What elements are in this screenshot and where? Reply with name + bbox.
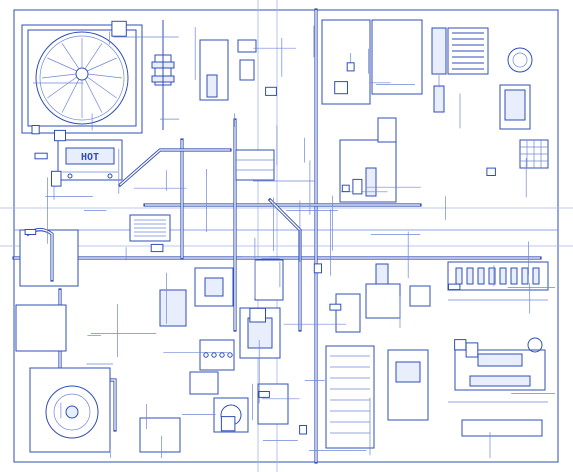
center-top-panels <box>321 19 445 203</box>
small-component <box>352 178 363 195</box>
bar-element <box>499 267 507 285</box>
small-component <box>249 307 266 323</box>
bar-element <box>521 267 529 285</box>
fan-spoke <box>47 57 77 72</box>
small-component <box>313 263 322 274</box>
small-component <box>299 425 308 435</box>
fan-spoke <box>47 76 78 99</box>
fan-spoke <box>61 79 80 113</box>
small-component <box>334 81 349 95</box>
fan-spoke <box>87 73 123 79</box>
small-component <box>454 339 467 351</box>
small-component <box>51 170 62 187</box>
fan-spoke <box>84 43 103 69</box>
small-component <box>448 283 461 291</box>
small-component <box>486 167 496 177</box>
fan-spoke <box>86 76 117 99</box>
bar-element <box>477 267 485 285</box>
coil-tank <box>431 27 549 169</box>
valve-dot <box>219 352 225 358</box>
bar-element <box>466 267 474 285</box>
small-component <box>34 152 48 160</box>
small-component <box>329 303 342 311</box>
lower-center-equipment <box>325 263 431 449</box>
small-component <box>220 416 236 432</box>
upper-center-equipment <box>151 20 275 181</box>
small-component <box>31 125 40 135</box>
bar-element <box>488 267 496 285</box>
panel-label: HOT <box>81 152 99 163</box>
left-middle-equipment <box>15 214 187 352</box>
small-component <box>465 342 479 358</box>
bar-element <box>455 267 463 285</box>
small-component <box>265 86 277 96</box>
small-component <box>111 20 127 37</box>
fan-unit <box>21 24 143 134</box>
bar-element <box>532 267 540 285</box>
small-component <box>258 391 270 398</box>
fan-spoke <box>61 43 80 69</box>
valve-manifold <box>194 259 284 371</box>
small-component <box>150 243 164 253</box>
valve-dot <box>211 352 217 358</box>
pump-assembly <box>29 367 289 453</box>
valve-dot <box>227 352 233 358</box>
bar-element <box>510 267 518 285</box>
small-component <box>346 62 355 72</box>
small-component <box>341 184 350 193</box>
control-panel: HOT <box>57 139 123 181</box>
small-component <box>24 229 37 235</box>
small-component <box>54 129 66 142</box>
fan-spoke <box>41 73 77 79</box>
valve-dot <box>203 352 209 358</box>
fan-spoke <box>87 57 117 72</box>
fine-wiring <box>24 20 555 458</box>
fan-spoke <box>84 79 103 113</box>
